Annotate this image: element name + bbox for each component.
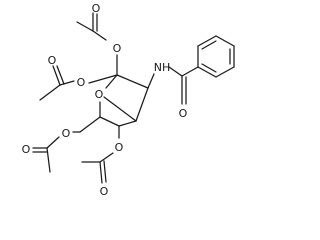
bond-ph-inner-a xyxy=(201,40,217,50)
bond-ph-2 xyxy=(197,35,217,47)
bond-mid-acetyl-carbonyl xyxy=(52,65,61,86)
bond-o-low-acetyl xyxy=(46,136,60,149)
atom-label-nh: NH xyxy=(154,61,171,74)
bond-n-carbonyl xyxy=(168,66,183,77)
atom-label-o5: O xyxy=(62,127,71,140)
atom-label-o8: O xyxy=(100,185,109,198)
bonds xyxy=(32,12,235,184)
bond-ph-6 xyxy=(197,66,217,78)
bond-c4-acetyl-carbonyl xyxy=(99,161,103,184)
bond-carbonyl-phenyl xyxy=(181,66,199,77)
atom-label-o2: O xyxy=(77,76,86,89)
bond-ph-3 xyxy=(215,35,235,47)
bond-c2-c3 xyxy=(135,87,149,122)
atom-label-o1: O xyxy=(113,42,122,55)
atom-label-o6: O xyxy=(22,143,31,156)
atom-label-o3: O xyxy=(92,2,101,15)
bond-c5-ch2 xyxy=(79,116,101,133)
bond-low-acetyl-methyl xyxy=(46,147,51,173)
structure-canvas: O O O O O O O O O NH O xyxy=(22,2,235,198)
bond-bridge xyxy=(103,96,137,122)
bond-mid-acetyl-methyl xyxy=(39,84,61,101)
bond-top-acetyl-methyl xyxy=(76,21,94,32)
bond-oring-c1 xyxy=(105,74,118,89)
bond-ph-5 xyxy=(215,66,235,78)
bond-top-acetyl-ester xyxy=(92,30,107,41)
atom-label-o4: O xyxy=(48,54,57,67)
bond-c4-acetyl-carbonyl-double xyxy=(103,160,107,183)
chemical-structure-diagram: O O O O O O O O O NH O xyxy=(22,2,235,198)
bond-o2-acetyl xyxy=(59,80,75,86)
bond-c1-c2 xyxy=(116,74,149,89)
bond-c1-o2 xyxy=(88,74,118,84)
atom-label-o-amide: O xyxy=(179,107,188,120)
bond-o-c4-acetyl xyxy=(99,152,114,163)
bond-mid-acetyl-carbonyl-double xyxy=(56,65,65,85)
bond-c2-n xyxy=(147,73,155,89)
bond-c3-c4 xyxy=(118,120,137,127)
atom-labels: O O O O O O O O O NH O xyxy=(22,2,188,198)
bond-c4-c5 xyxy=(99,116,120,127)
bond-ph-inner-c xyxy=(201,63,217,73)
atom-label-o7: O xyxy=(115,141,124,154)
atom-label-o-ring: O xyxy=(95,88,104,101)
